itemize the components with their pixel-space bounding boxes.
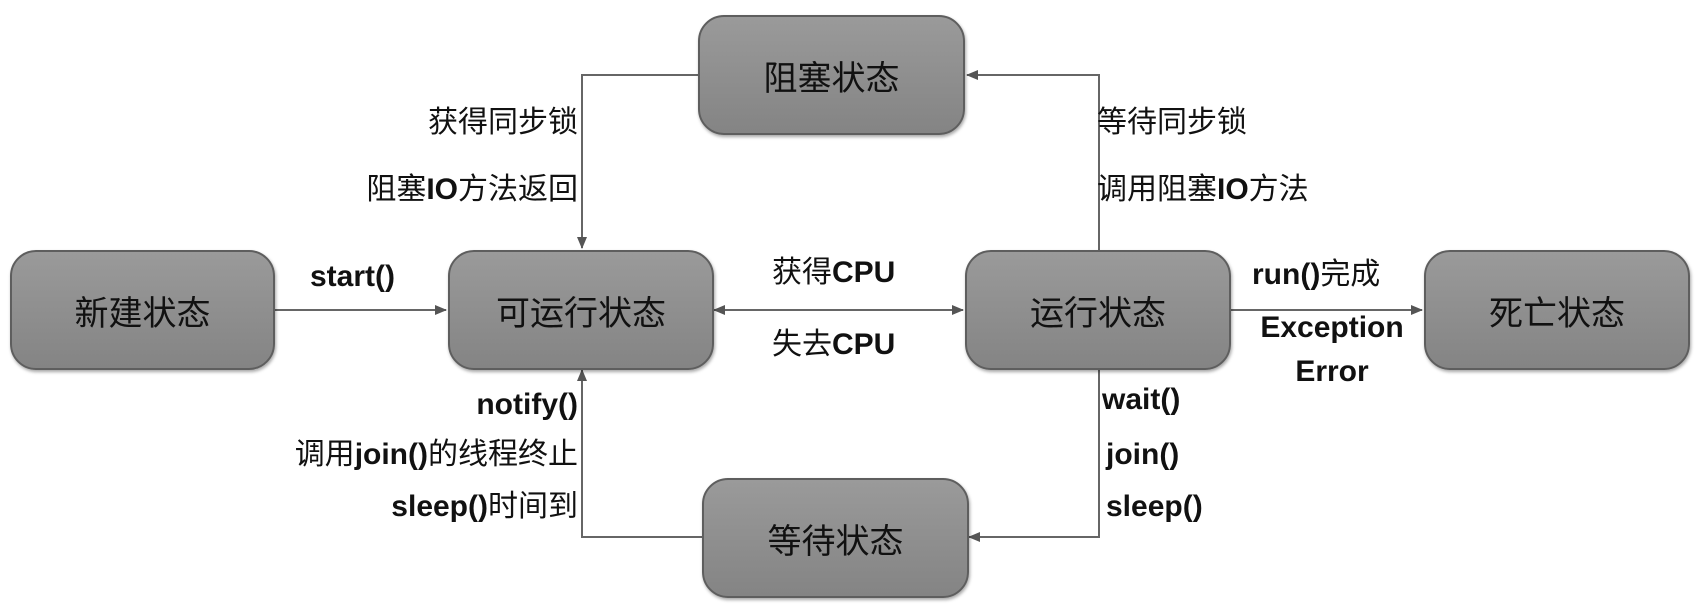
label-join-thread-end: 调用join()的线程终止 [294, 437, 578, 472]
label-start: start() [310, 260, 396, 293]
state-new: 新建状态 [10, 250, 275, 370]
arrow-waiting-to-runnable [577, 369, 702, 538]
label-get-cpu: 获得CPU [772, 255, 896, 290]
label-blocking-io-return: 阻塞IO方法返回 [366, 172, 578, 207]
label-get-sync-lock: 获得同步锁 [428, 105, 578, 140]
label-sleep: sleep() [1106, 490, 1203, 523]
state-runnable: 可运行状态 [448, 250, 714, 370]
label-sleep-timeout: sleep()时间到 [391, 489, 578, 524]
label-exception: Exception [1260, 311, 1404, 344]
label-wait: wait() [1102, 383, 1181, 416]
state-running: 运行状态 [965, 250, 1231, 370]
label-wait-sync-lock: 等待同步锁 [1097, 105, 1247, 140]
state-waiting: 等待状态 [702, 478, 969, 598]
label-lose-cpu: 失去CPU [772, 327, 896, 362]
label-notify: notify() [476, 388, 578, 421]
label-call-blocking-io: 调用阻塞IO方法 [1097, 172, 1309, 207]
label-error: Error [1295, 355, 1369, 388]
label-run-complete: run()完成 [1252, 257, 1381, 292]
state-blocked: 阻塞状态 [698, 15, 965, 135]
label-join: join() [1106, 438, 1180, 471]
arrow-blocked-to-runnable [577, 74, 698, 249]
arrow-running-to-blocked [966, 70, 1100, 250]
state-dead: 死亡状态 [1424, 250, 1690, 370]
arrow-running-to-waiting [968, 370, 1100, 542]
